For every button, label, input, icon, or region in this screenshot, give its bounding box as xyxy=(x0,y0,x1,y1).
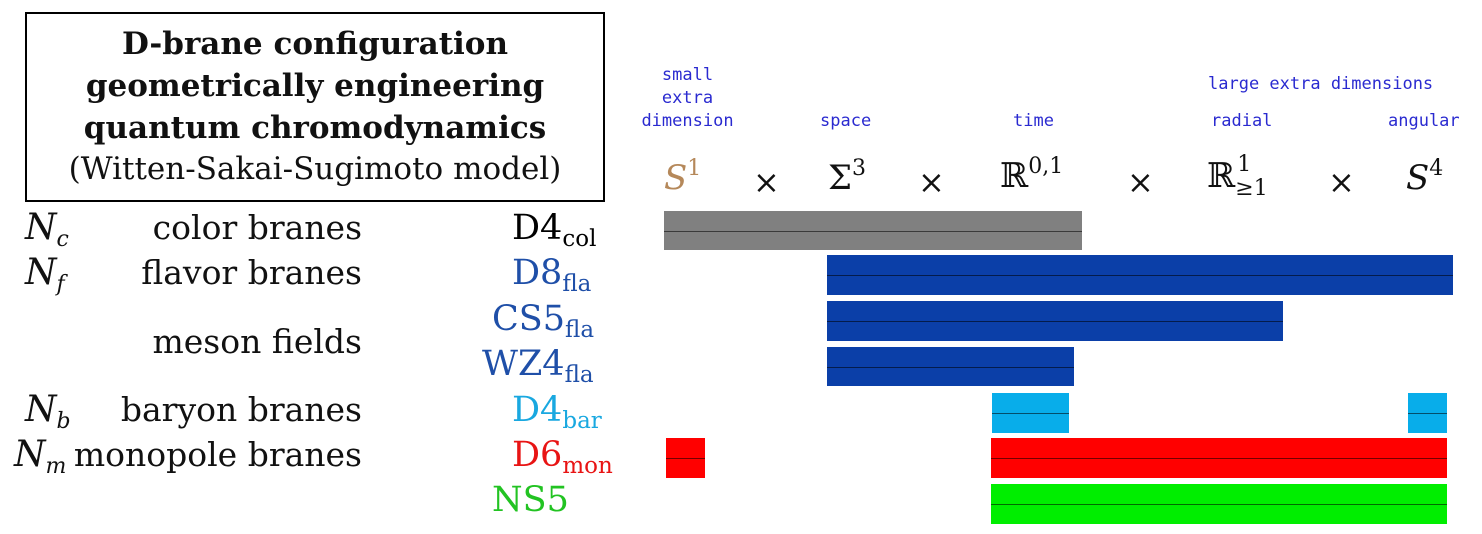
title-line-1: D-brane configuration xyxy=(121,26,509,62)
brane-cs5-fla: CS5fla xyxy=(492,299,595,343)
large-extra-dimensions-label: large extra dimensions xyxy=(1208,74,1434,94)
row-name-baryon-branes: baryon branes xyxy=(120,390,362,429)
brane-wz4-fla: WZ4fla xyxy=(482,344,594,388)
small-extra-dimension-label: small extra dimension xyxy=(641,65,734,131)
brane-d4-bar: D4bar xyxy=(512,390,602,434)
bar-d8-fla xyxy=(827,255,1453,295)
times-symbol-1: × xyxy=(753,163,780,201)
times-symbol-4: × xyxy=(1328,163,1355,201)
time-label: time xyxy=(1013,111,1054,131)
title-box: D-brane configuration geometrically engi… xyxy=(25,12,605,202)
bar-d4-bar-time xyxy=(992,393,1069,433)
count-nc: Nc xyxy=(25,207,69,252)
brane-ns5: NS5 xyxy=(492,480,569,520)
radial-label: radial xyxy=(1211,111,1273,131)
row-name-monopole-branes: monopole branes xyxy=(73,435,362,474)
title-subtitle: (Witten-Sakai-Sugimoto model) xyxy=(68,151,562,187)
brane-d6-mon: D6mon xyxy=(512,435,613,479)
brane-d8-fla: D8fla xyxy=(512,253,592,297)
bar-wz4-fla xyxy=(827,347,1074,386)
s1-factor: S1 xyxy=(664,156,702,199)
bar-d4-bar-angular xyxy=(1408,393,1447,433)
row-name-meson-fields: meson fields xyxy=(152,322,362,361)
angular-label: angular xyxy=(1388,111,1460,131)
title-line-3: quantum chromodynamics xyxy=(83,110,547,146)
space-label: space xyxy=(820,111,872,131)
count-nf: Nf xyxy=(25,252,65,297)
bar-ns5 xyxy=(991,484,1447,524)
times-symbol-2: × xyxy=(918,163,945,201)
count-nm: Nm xyxy=(14,434,67,479)
title-line-2: geometrically engineering xyxy=(85,68,545,104)
row-name-flavor-branes: flavor branes xyxy=(141,253,362,292)
count-nb: Nb xyxy=(25,389,71,434)
bar-d6-mon-s1 xyxy=(666,438,705,478)
row-name-color-branes: color branes xyxy=(152,208,362,247)
s4-factor: S4 xyxy=(1406,156,1444,199)
bar-d4-col xyxy=(664,211,1082,250)
bar-cs5-fla xyxy=(827,301,1283,341)
times-symbol-3: × xyxy=(1127,163,1154,201)
brane-d4-col: D4col xyxy=(512,208,597,252)
r01-factor: ℝ0,1 xyxy=(1000,154,1064,197)
bar-d6-mon xyxy=(991,438,1447,478)
sigma3-factor: Σ3 xyxy=(828,156,867,199)
